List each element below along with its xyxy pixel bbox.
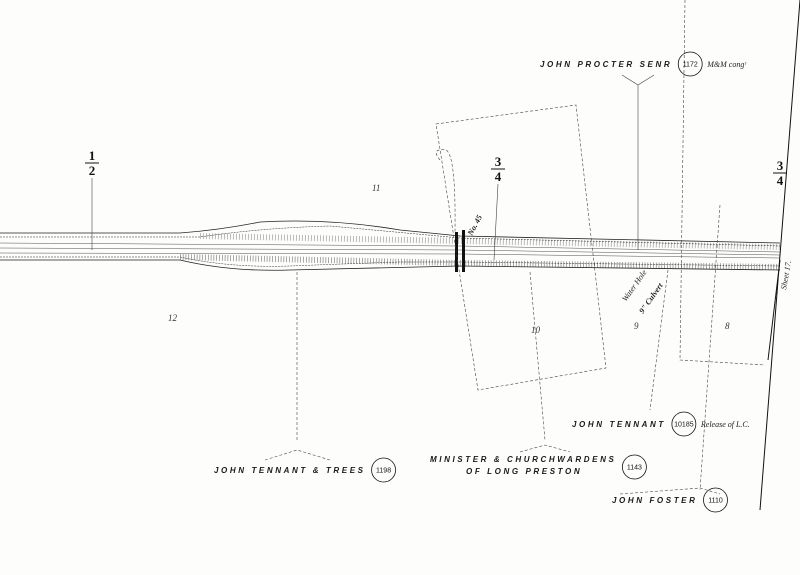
milepost-denominator: 4 [777, 173, 784, 188]
culvert-label: 9" Culvert [637, 281, 665, 315]
owner-procter: JOHN PROCTER SENR 1172 M&M congʳ [540, 51, 747, 77]
milepost-right-edge: 3 4 [773, 158, 787, 188]
milepost-numerator: 1 [89, 148, 96, 163]
reference-circle [677, 51, 703, 77]
owner-foster: JOHN FOSTER 1110 [612, 487, 728, 513]
plot-number: 12 [168, 313, 178, 323]
reference-number: 1143 [627, 465, 642, 472]
milepost-numerator: 3 [495, 154, 502, 169]
owner-minister-churchwardens: MINISTER & CHURCHWARDENS OF LONG PRESTON… [430, 454, 647, 480]
milepost-denominator: 4 [495, 169, 502, 184]
bridge-number-label: No. 45 [465, 213, 484, 237]
boundary-lines [91, 0, 800, 511]
milepost-denominator: 2 [89, 163, 96, 178]
owner-tennant-10185: JOHN TENNANT 10185 Release of L.C. [572, 411, 750, 437]
reference-circle [622, 454, 647, 480]
reference-number: 10185 [674, 422, 694, 429]
owner-name: JOHN FOSTER [612, 496, 698, 505]
owner-name: JOHN PROCTER SENR [540, 60, 672, 69]
owner-name: JOHN TENNANT & TREES [214, 466, 366, 475]
owner-note: Release of L.C. [700, 420, 750, 429]
owner-name-line2: OF LONG PRESTON [466, 467, 582, 476]
water-hole-label: Water Hole [620, 268, 648, 303]
plot-number: 11 [372, 183, 380, 193]
reference-number: 1110 [708, 498, 723, 505]
reference-number: 1198 [376, 468, 391, 475]
milepost-three-quarter: 3 4 [491, 154, 505, 184]
owner-tennant-trees: JOHN TENNANT & TREES 1198 [214, 457, 396, 483]
reference-circle [671, 411, 697, 437]
reference-circle [371, 457, 396, 483]
milepost-numerator: 3 [777, 158, 784, 173]
railway-track [0, 220, 781, 272]
plot-number: 10 [531, 325, 541, 335]
reference-circle [703, 487, 728, 513]
owner-name: JOHN TENNANT [572, 420, 666, 429]
sheet-reference: Sheet 17. [779, 260, 793, 290]
owner-name-line1: MINISTER & CHURCHWARDENS [430, 455, 616, 464]
milepost-half: 1 2 [85, 148, 99, 178]
plot-number: 8 [725, 321, 730, 331]
owner-note: M&M congʳ [706, 60, 747, 69]
plot-number: 9 [634, 321, 639, 331]
reference-number: 1172 [683, 62, 698, 69]
